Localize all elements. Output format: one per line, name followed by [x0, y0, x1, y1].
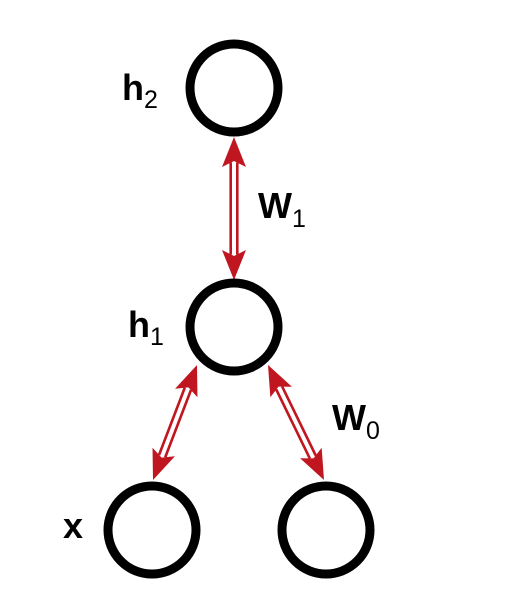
node-h2	[185, 39, 283, 137]
node-x	[103, 481, 201, 579]
arrow-h1-x	[152, 365, 198, 480]
connection-arrows	[152, 137, 324, 480]
arrow-shaft	[163, 389, 193, 458]
arrowhead	[222, 250, 246, 280]
arrowhead	[152, 447, 175, 480]
arrow-shaft	[280, 385, 317, 457]
arrowhead	[175, 365, 198, 398]
arrowhead	[268, 365, 292, 398]
arrow-shaft	[157, 387, 187, 456]
node-h1	[185, 278, 283, 376]
arrowhead	[300, 447, 324, 480]
label-x: x	[63, 505, 83, 546]
node-output	[277, 481, 375, 579]
label-h1: h1	[128, 304, 164, 351]
label-w1: W1	[258, 185, 306, 233]
arrow-h1-output	[268, 365, 324, 480]
label-w0: W0	[332, 397, 380, 445]
arrowhead	[222, 137, 246, 167]
arrow-h2-h1	[222, 137, 246, 280]
arrow-shaft	[275, 388, 312, 460]
label-h2: h2	[122, 67, 158, 114]
